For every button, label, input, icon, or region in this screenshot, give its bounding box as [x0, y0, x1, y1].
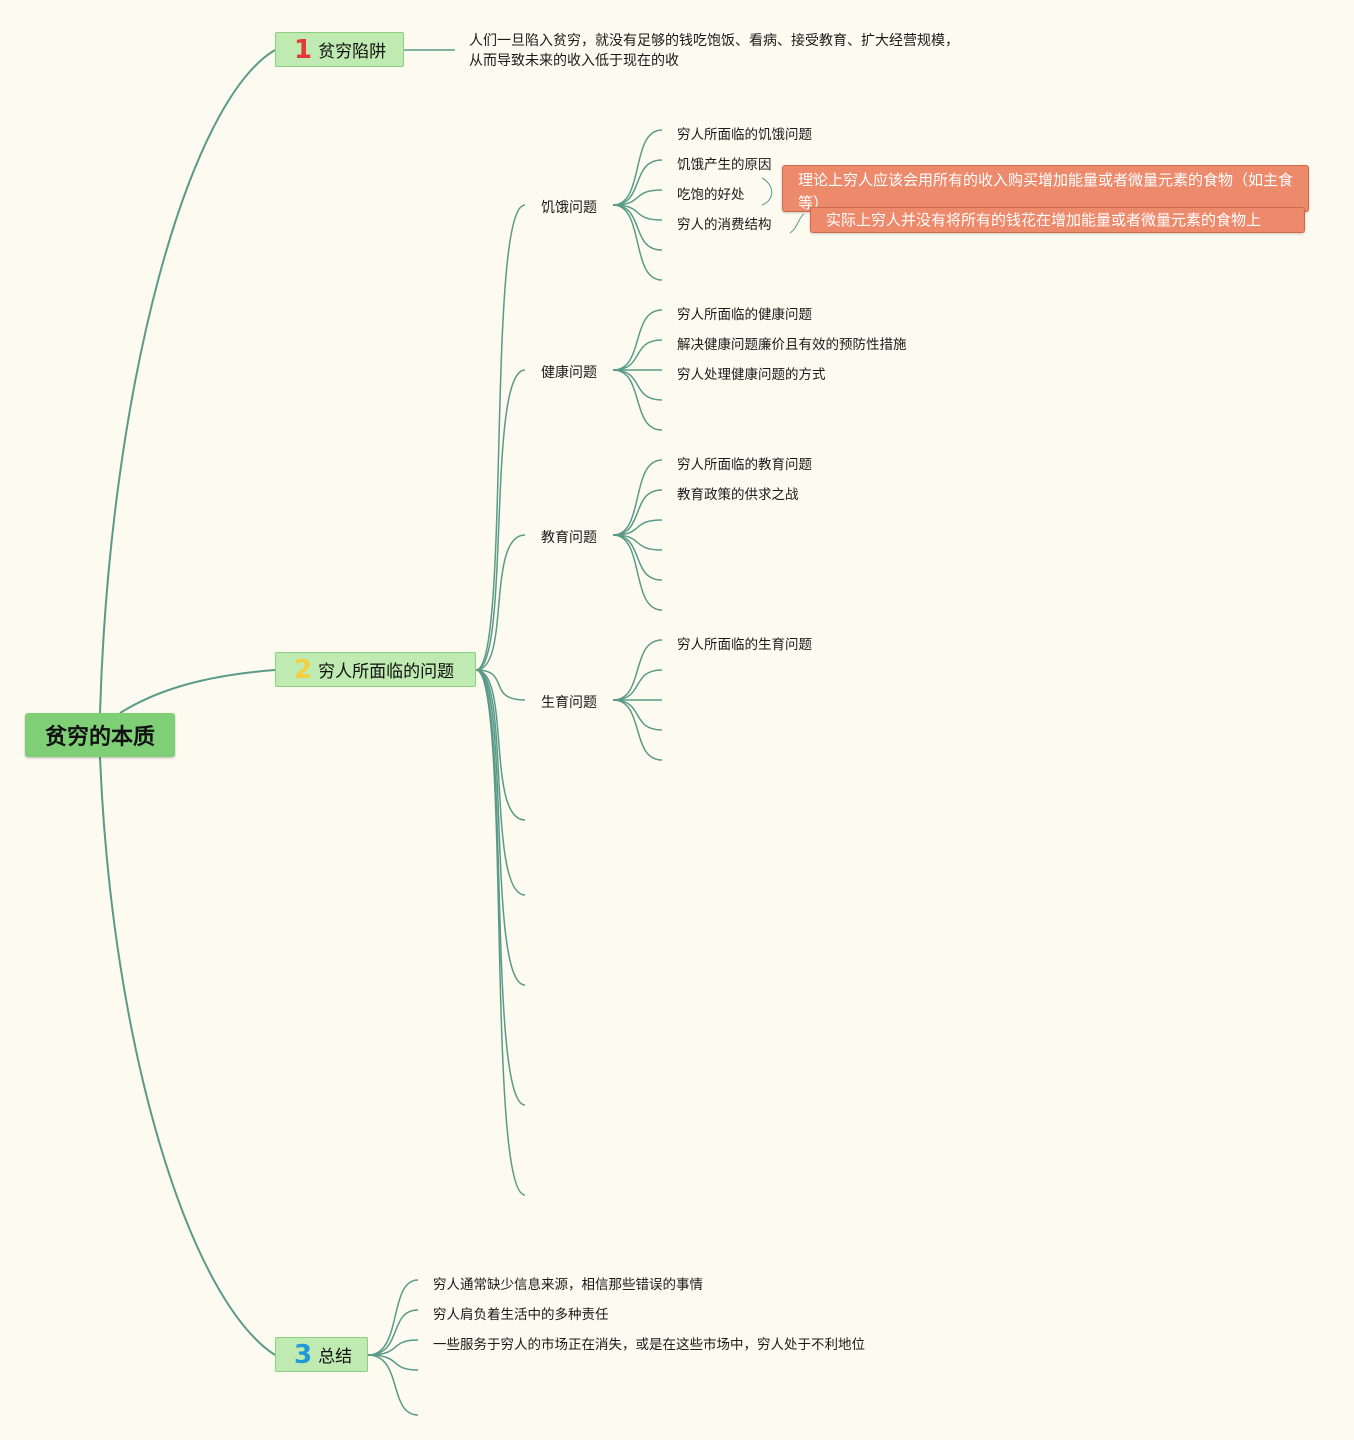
branch-label: 贫穷陷阱: [318, 42, 387, 62]
note-line: 从而导致未来的收入低于现在的收: [469, 53, 679, 69]
connector-line: [612, 489, 663, 536]
connector-line: [612, 669, 663, 701]
number-2-icon: 2: [294, 654, 313, 685]
list-item[interactable]: 吃饱的好处: [677, 187, 745, 203]
topic-hunger[interactable]: 饥饿问题: [541, 200, 597, 216]
list-item[interactable]: 穷人所面临的教育问题: [677, 457, 812, 473]
callout-reality[interactable]: 实际上穷人并没有将所有的钱花在增加能量或者微量元素的食物上: [810, 207, 1305, 233]
connector-line: [475, 204, 526, 671]
list-item[interactable]: 饥饿产生的原因: [677, 157, 772, 173]
list-item[interactable]: 教育政策的供求之战: [677, 487, 799, 503]
connector-line: [612, 519, 663, 536]
connector-line: [99, 756, 276, 1356]
branch-poverty-trap[interactable]: 1 贫穷陷阱: [275, 32, 404, 67]
connector-line: [119, 669, 276, 714]
branch-problems-of-poor[interactable]: 2 穷人所面临的问题: [275, 652, 476, 687]
connector-line: [612, 369, 663, 431]
connector-line: [612, 639, 663, 701]
connector-line: [612, 204, 663, 221]
callout-text: 实际上穷人并没有将所有的钱花在增加能量或者微量元素的食物上: [826, 211, 1262, 229]
topic-education[interactable]: 教育问题: [541, 530, 597, 546]
connector-line: [612, 129, 663, 206]
connector-line: [612, 699, 663, 731]
connector-line: [475, 534, 526, 671]
number-1-icon: 1: [294, 34, 313, 65]
connector-line: [612, 309, 663, 371]
list-item[interactable]: 穷人所面临的饥饿问题: [677, 127, 812, 143]
connector-line: [475, 669, 526, 821]
list-item[interactable]: 穷人所面临的健康问题: [677, 307, 812, 323]
list-item[interactable]: 一些服务于穷人的市场正在消失，或是在这些市场中，穷人处于不利地位: [433, 1337, 865, 1353]
connector-line: [367, 1279, 419, 1356]
connector-line: [612, 699, 663, 761]
connector-line: [612, 159, 663, 206]
connector-line: [612, 369, 663, 401]
list-item[interactable]: 解决健康问题廉价且有效的预防性措施: [677, 337, 907, 353]
connector-line: [475, 669, 526, 1106]
connector-line: [612, 189, 663, 206]
branch-label: 总结: [318, 1347, 353, 1367]
connector-line: [367, 1339, 419, 1356]
number-3-icon: 3: [294, 1339, 313, 1370]
connector-line: [761, 177, 773, 206]
branch-label: 穷人所面临的问题: [318, 662, 455, 682]
connector-line: [367, 1354, 419, 1371]
connector-line: [612, 534, 663, 611]
connector-line: [367, 1354, 419, 1416]
list-item[interactable]: 穷人处理健康问题的方式: [677, 367, 826, 383]
branch-summary[interactable]: 3 总结: [275, 1337, 368, 1372]
connector-line: [475, 369, 526, 671]
list-item[interactable]: 穷人所面临的生育问题: [677, 637, 812, 653]
connector-line: [99, 49, 276, 714]
topic-fertility[interactable]: 生育问题: [541, 695, 597, 711]
connector-line: [612, 534, 663, 551]
connector-line: [612, 459, 663, 536]
poverty-trap-note[interactable]: 人们一旦陷入贫穷，就没有足够的钱吃饱饭、看病、接受教育、扩大经营规模， 从而导致…: [469, 31, 959, 71]
topic-health[interactable]: 健康问题: [541, 365, 597, 381]
list-item[interactable]: 穷人肩负着生活中的多种责任: [433, 1307, 609, 1323]
list-item[interactable]: 穷人的消费结构: [677, 217, 772, 233]
callout-text: 理论上穷人应该会用所有的收入购买增加能量或者微量元素的食物（如主食等）: [798, 171, 1294, 212]
note-line: 人们一旦陷入贫穷，就没有足够的钱吃饱饭、看病、接受教育、扩大经营规模，: [469, 33, 959, 49]
connector-line: [612, 339, 663, 371]
callout-theory[interactable]: 理论上穷人应该会用所有的收入购买增加能量或者微量元素的食物（如主食等）: [782, 165, 1309, 212]
connector-line: [475, 669, 526, 1196]
connector-line: [475, 669, 526, 986]
connector-line: [612, 204, 663, 281]
connector-line: [789, 213, 805, 234]
list-item[interactable]: 穷人通常缺少信息来源，相信那些错误的事情: [433, 1277, 703, 1293]
connector-line: [475, 669, 526, 701]
connector-line: [475, 669, 526, 896]
connector-line: [367, 1309, 419, 1356]
root-topic[interactable]: 贫穷的本质: [25, 713, 175, 757]
